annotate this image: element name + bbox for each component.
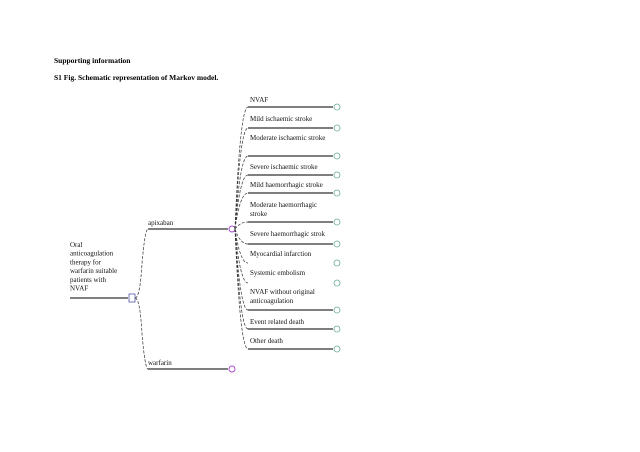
state-connector — [234, 127, 249, 230]
state-label: Event related death — [250, 318, 305, 326]
terminal-node-icon — [333, 103, 341, 111]
terminal-node-icon — [333, 345, 341, 353]
state-label: Moderate haemorrhagic — [250, 201, 317, 209]
terminal-node-icon — [333, 325, 341, 333]
state-label: Other death — [250, 337, 283, 345]
heading: Supporting information — [54, 56, 131, 65]
terminal-node-icon — [333, 306, 341, 314]
state-label: Systemic embolism — [250, 269, 306, 277]
state-connector — [234, 192, 249, 230]
state-label: Moderate ischaemic stroke — [250, 134, 325, 142]
state-connector — [234, 221, 249, 230]
figure-caption: S1 Fig. Schematic representation of Mark… — [54, 73, 219, 82]
root-label-line: NVAF — [70, 285, 88, 293]
state-connector — [234, 228, 249, 245]
terminal-node-icon — [333, 279, 341, 287]
state-label: NVAF without original — [250, 288, 315, 296]
chance-node-icon — [228, 225, 236, 233]
state-connector — [234, 155, 249, 230]
decision-node-icon — [128, 293, 136, 303]
root-label-line: patients with — [70, 276, 106, 284]
arm-label-warfarin: warfarin — [148, 359, 172, 367]
state-label: anticoagulation — [250, 297, 294, 305]
state-connector — [234, 228, 249, 350]
state-label: Mild haemorrhagic stroke — [250, 181, 323, 189]
terminal-node-icon — [333, 259, 341, 267]
state-connector — [234, 174, 249, 230]
arm-connector — [134, 297, 149, 370]
root-label-line: warfarin suitable — [70, 267, 117, 275]
state-label: Mild ischaemic stroke — [250, 115, 312, 123]
arm-label-apixaban: apixaban — [148, 219, 174, 227]
terminal-node-icon — [333, 171, 341, 179]
state-label: Severe ischaemic stroke — [250, 163, 318, 171]
arm-connector — [134, 228, 149, 299]
terminal-node-icon — [333, 218, 341, 226]
root-label-line: therapy for — [70, 258, 102, 266]
state-label: Myocardial infarction — [250, 250, 312, 258]
root-label-line: anticoagulation — [70, 250, 114, 258]
terminal-node-icon — [333, 152, 341, 160]
terminal-node-icon — [333, 240, 341, 248]
chance-node-icon — [228, 365, 236, 373]
terminal-node-icon — [333, 124, 341, 132]
state-label: NVAF — [250, 96, 268, 104]
terminal-node-icon — [333, 189, 341, 197]
state-label: Severe haemorrhagic strok — [250, 230, 326, 238]
state-label: stroke — [250, 210, 267, 218]
state-connector — [234, 228, 249, 264]
state-connector — [234, 228, 249, 284]
root-label-line: Oral — [70, 241, 82, 249]
